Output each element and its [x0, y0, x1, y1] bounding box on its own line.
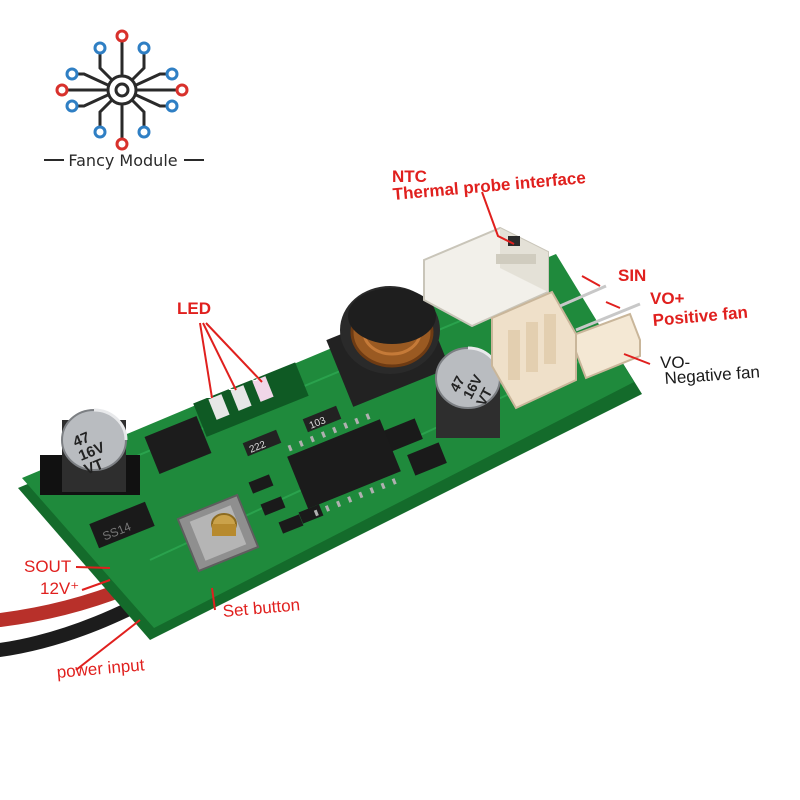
cap-right-code: VT	[473, 385, 496, 409]
vo-minus-label: VO-	[660, 353, 691, 372]
capacitor-left	[40, 408, 140, 495]
led-block	[193, 362, 309, 437]
led-number-1: 1	[205, 385, 214, 402]
leader-lines	[75, 191, 651, 671]
led-number-2: 2	[228, 377, 237, 394]
resistor-103	[302, 405, 342, 433]
cap-left-code: VT	[82, 456, 106, 479]
diode	[89, 501, 155, 549]
led-leader-lines	[199, 322, 263, 399]
smd-components	[248, 418, 447, 534]
inductor-coil	[326, 286, 450, 407]
set-button-switch	[176, 493, 260, 573]
led-label: LED	[177, 299, 211, 318]
led-number-3: 3	[250, 368, 259, 385]
cap-right-value: 47	[446, 373, 468, 394]
brand-name: Fancy Module	[68, 151, 178, 170]
ntc-label: NTC	[392, 167, 427, 186]
sin-label: SIN	[618, 266, 647, 285]
12v-label: 12V⁺	[40, 579, 80, 598]
regulator-chip	[144, 415, 212, 475]
fan-connector	[491, 284, 641, 410]
main-ic-chip	[287, 413, 401, 517]
cap-left-value: 47	[71, 429, 93, 451]
vo-plus-label: VO+	[650, 289, 685, 308]
fancy-module-logo-icon	[55, 29, 189, 151]
resistor-222	[242, 429, 282, 457]
sout-label: SOUT	[24, 557, 72, 576]
